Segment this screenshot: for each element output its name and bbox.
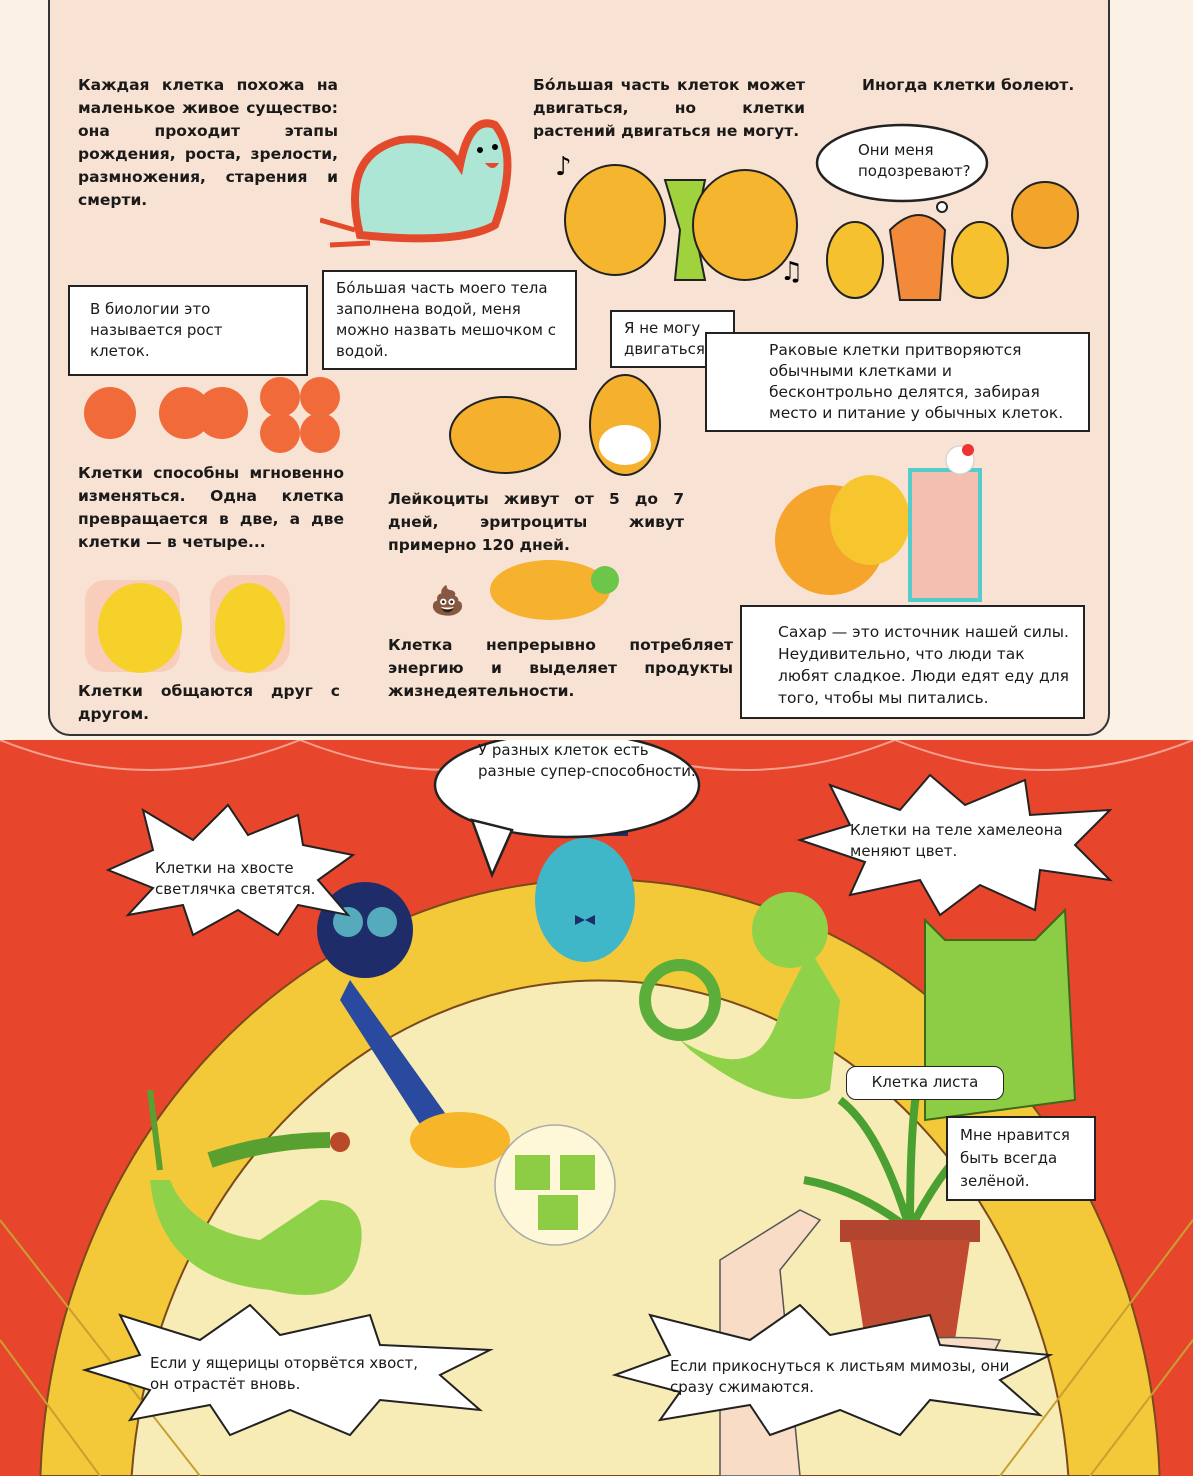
mimosa-text: Если прикоснуться к листьям мимозы, они … [670, 1357, 1010, 1396]
cell-division-illustration [84, 377, 340, 453]
energy-text: Клетка непрерывно потребляет энергию и в… [388, 636, 733, 700]
firefly-starburst [105, 803, 356, 937]
lizard-illustration [147, 1089, 362, 1295]
superpowers-text: У разных клеток есть разные супер-способ… [478, 741, 696, 780]
cancer-speech-bubble: Раковые клетки притворяются обычными кле… [705, 332, 1090, 432]
chameleon-illustration [639, 892, 840, 1099]
chameleon-starburst [796, 773, 1113, 917]
cant-move-speech-bubble: Я не могу двигаться! [610, 310, 735, 368]
firefly-illustration [317, 882, 510, 1168]
suspect-thought-text: Они меня подозревают? [858, 141, 971, 180]
chameleon-text: Клетки на теле хамелеона меняют цвет. [850, 821, 1063, 860]
movement-text: Бóльшая часть клеток может двигаться, но… [533, 76, 805, 140]
old-cells-illustration [449, 374, 661, 476]
lifespan-text: Лейкоциты живут от 5 до 7 дней, эритроци… [388, 490, 684, 554]
svg-text:💩: 💩 [430, 584, 465, 617]
intro-text: Каждая клетка похожа на маленькое живое … [78, 76, 338, 209]
energy-cell-illustration: 💩 [430, 560, 619, 620]
stage-scene: У разных клеток есть разные супер-способ… [0, 740, 1193, 1476]
water-cell-illustration [320, 119, 512, 248]
thought-cloud [815, 123, 989, 213]
svg-text:♪: ♪ [555, 152, 572, 182]
sick-text: Иногда клетки болеют. [862, 76, 1075, 94]
superpowers-bubble-shape [433, 740, 701, 879]
growth-speech-bubble: В биологии это называется рост клеток. [68, 285, 308, 376]
svg-text:♫: ♫ [780, 257, 803, 287]
sugar-cell-illustration [775, 444, 982, 602]
water-speech-bubble: Бóльшая часть моего тела заполнена водой… [322, 270, 577, 370]
leaf-label-bubble: Клетка листа [846, 1066, 1004, 1100]
sugar-speech-bubble: Сахар — это источник нашей силы. Неудиви… [740, 605, 1085, 719]
lizard-starburst [81, 1303, 494, 1437]
division-text: Клетки способны мгновенно изменяться. Од… [78, 464, 344, 551]
communicate-text: Клетки общаются друг с другом. [78, 682, 340, 723]
firefly-text: Клетки на хвосте светлячка светятся. [155, 859, 316, 898]
dancing-cells-illustration: ♪♫ [555, 152, 803, 287]
leaf-speech-bubble: Мне нравится быть всегда зелёной. [946, 1116, 1096, 1201]
lizard-text: Если у ящерицы оторвётся хвост, он отрас… [150, 1354, 419, 1393]
mimosa-starburst [611, 1303, 1054, 1437]
mimosa-cells-bubble [494, 1124, 616, 1246]
sick-cells-illustration [826, 181, 1079, 301]
phone-cells-illustration [85, 575, 290, 673]
potted-plant-illustration [803, 1072, 1003, 1340]
